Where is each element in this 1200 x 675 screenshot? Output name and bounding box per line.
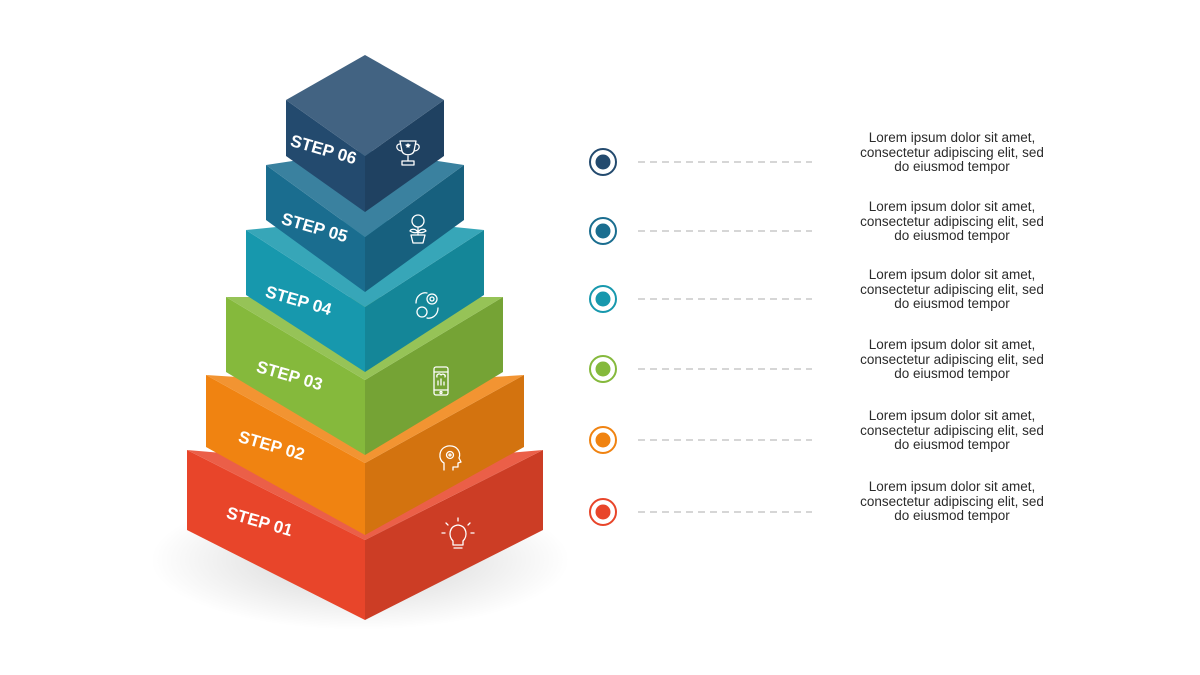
marker-dot [595, 361, 611, 377]
step-description-4: Lorem ipsum dolor sit amet, consectetur … [860, 267, 1044, 312]
step-layer-6: STEP 06 [286, 55, 444, 212]
step-markers [589, 148, 812, 526]
step-description-1: Lorem ipsum dolor sit amet, consectetur … [860, 479, 1044, 524]
step-description-2: Lorem ipsum dolor sit amet, consectetur … [860, 408, 1044, 453]
step-marker-5 [589, 217, 812, 245]
step-marker-6 [589, 148, 812, 176]
smartphone-chart-icon [433, 366, 449, 396]
step-layer-front-face [266, 165, 365, 292]
step-description-5: Lorem ipsum dolor sit amet, consectetur … [860, 199, 1044, 244]
step-layer-front-face [187, 450, 365, 620]
lightbulb-icon [441, 517, 475, 549]
step-layer-top-face [286, 55, 444, 156]
step-layer-front-face [246, 230, 365, 372]
step-layer-front-face [206, 375, 365, 535]
step-layer-side-face [365, 100, 444, 212]
step-layer-front-face [286, 100, 365, 212]
step-layer-front-face [226, 297, 365, 455]
trophy-icon [396, 140, 420, 166]
marker-dot [595, 291, 611, 307]
step-marker-2 [589, 426, 812, 454]
head-gear-icon [439, 445, 462, 471]
step-marker-1 [589, 498, 812, 526]
marker-dot [595, 504, 611, 520]
step-layer-side-face [365, 450, 543, 620]
step-layer-side-face [365, 230, 484, 372]
step-description-6: Lorem ipsum dolor sit amet, consectetur … [860, 130, 1044, 175]
step-description-3: Lorem ipsum dolor sit amet, consectetur … [860, 337, 1044, 382]
marker-dot [595, 432, 611, 448]
step-layer-side-face [365, 165, 464, 292]
step-marker-3 [589, 355, 812, 383]
marker-dot [595, 223, 611, 239]
gear-dollar-cycle-icon [415, 292, 439, 319]
step-marker-4 [589, 285, 812, 313]
marker-dot [595, 154, 611, 170]
money-plant-icon [409, 214, 427, 244]
step-layer-side-face [365, 375, 524, 535]
